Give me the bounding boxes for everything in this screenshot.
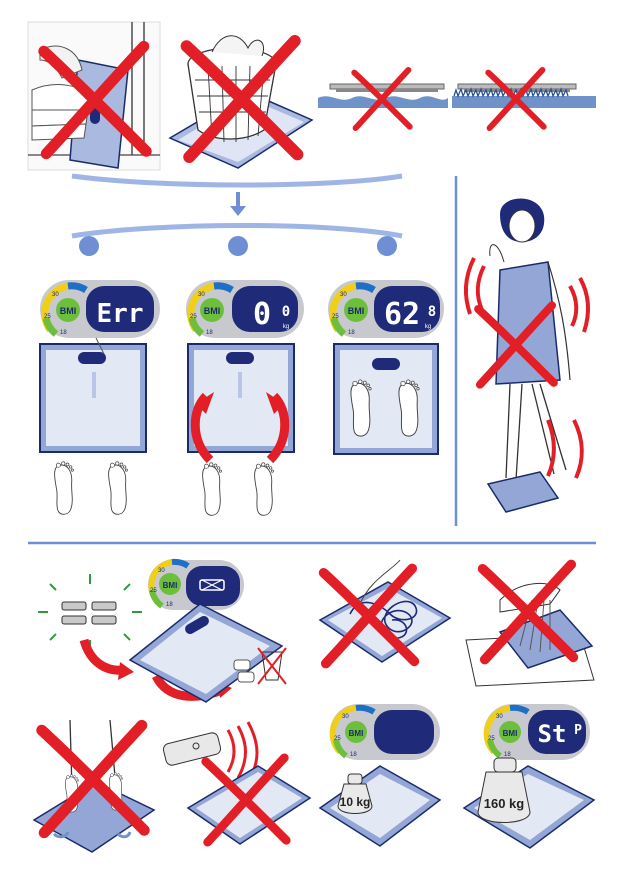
mobile-phone-icon (162, 732, 222, 767)
panel-small-weight: BMI 30 25 18 10 kg (320, 704, 440, 846)
curved-arrow-icon (84, 640, 124, 670)
flow-brace (72, 176, 402, 256)
svg-text:18: 18 (504, 752, 511, 758)
scale-err (40, 338, 146, 452)
svg-text:18: 18 (206, 330, 213, 336)
bmi-badge: BMI (163, 581, 178, 590)
svg-text:30: 30 (158, 568, 165, 574)
display-decimal: 0 (282, 304, 290, 320)
bmi-scale-low: 18 (60, 330, 67, 336)
footprint-icon (55, 462, 74, 515)
svg-text:25: 25 (150, 588, 157, 594)
display-unit: kg (425, 324, 431, 330)
bmi-badge: BMI (60, 306, 77, 316)
display-unit: kg (283, 324, 289, 330)
battery-icon (38, 574, 142, 650)
bmi-badge: BMI (348, 306, 365, 316)
step-dot-1 (79, 236, 99, 256)
display-err: BMI 30 25 18 Err (40, 280, 160, 338)
weight-label-small: 10 kg (340, 795, 371, 809)
weight-label-large: 160 kg (484, 796, 525, 811)
display-weight: BMI 30 25 18 62 8 kg (328, 280, 444, 338)
bmi-badge: BMI (204, 306, 221, 316)
footprint-icon (109, 462, 128, 515)
step-dot-2 (228, 236, 248, 256)
panel-battery-replace: BMI 30 25 18 (38, 560, 286, 702)
bmi-badge: BMI (349, 729, 364, 738)
svg-text:25: 25 (332, 314, 339, 320)
display-main-value: St (538, 720, 567, 748)
svg-text:18: 18 (348, 330, 355, 336)
bmi-scale-mid: 25 (44, 314, 51, 320)
svg-text:25: 25 (190, 314, 197, 320)
svg-text:25: 25 (488, 736, 495, 742)
display-decimal: P (574, 723, 582, 738)
svg-text:30: 30 (496, 714, 503, 720)
panel-overload-stop: BMI 30 25 18 St P 160 kg (464, 704, 594, 848)
svg-text:30: 30 (342, 714, 349, 720)
svg-text:18: 18 (166, 602, 173, 608)
scale-weight (334, 344, 438, 454)
bmi-badge: BMI (503, 729, 518, 738)
display-zero: BMI 30 25 18 0 0 kg (186, 280, 304, 338)
bmi-scale-top: 30 (52, 292, 59, 298)
display-main-value: 0 (253, 297, 271, 332)
footprint-icon (255, 463, 274, 516)
panel-no-water-under-shower (466, 583, 594, 686)
footprint-icon (203, 463, 222, 516)
display-decimal: 8 (428, 304, 436, 320)
svg-text:18: 18 (350, 752, 357, 758)
svg-text:30: 30 (198, 292, 205, 298)
display-main-value: Err (97, 299, 144, 329)
display-main-value: 62 (384, 297, 420, 332)
panel-no-mobile-phone (162, 722, 310, 844)
step-dot-3 (377, 236, 397, 256)
svg-text:25: 25 (334, 736, 341, 742)
svg-text:30: 30 (340, 292, 347, 298)
vibration-lines-icon (466, 258, 474, 314)
